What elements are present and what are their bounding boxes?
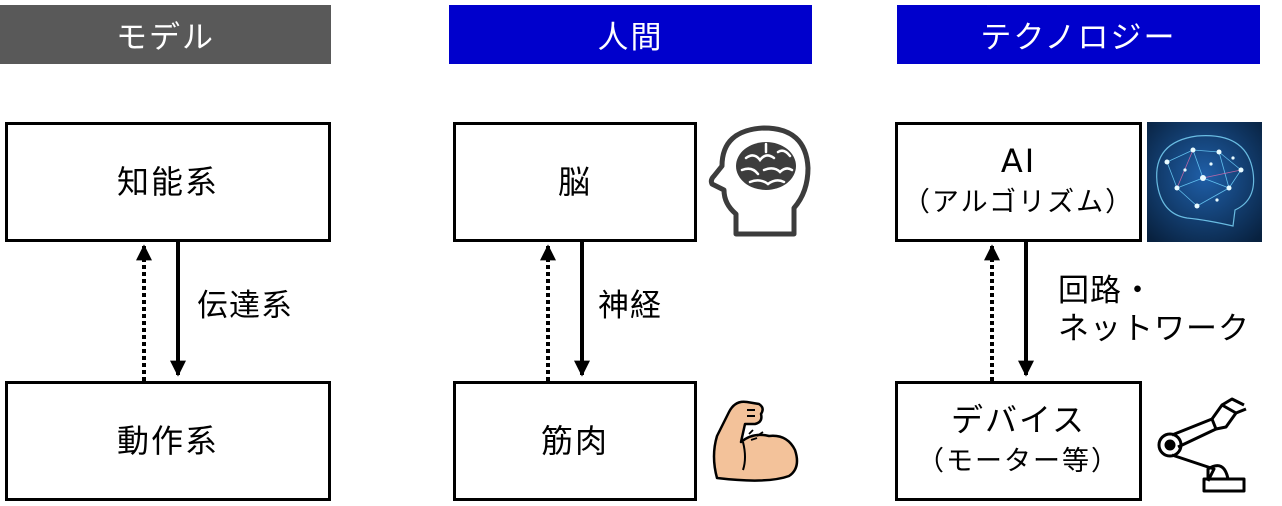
neural-brain-icon: [1147, 122, 1262, 242]
header-tech: テクノロジー: [897, 5, 1260, 64]
tech-bottom-box: デバイス （モーター等）: [895, 381, 1142, 501]
robot-arm-icon: [1157, 397, 1247, 493]
human-link-label: 神経: [598, 288, 662, 324]
header-human: 人間: [449, 5, 812, 64]
flexed-arm-icon: [712, 400, 799, 482]
head-brain-icon: [708, 125, 811, 237]
header-model: モデル: [0, 5, 331, 64]
tech-bottom-line2: （モーター等）: [917, 446, 1120, 477]
header-tech-label: テクノロジー: [980, 20, 1177, 56]
model-link-label: 伝達系: [197, 288, 293, 324]
header-model-label: モデル: [116, 20, 215, 56]
header-human-label: 人間: [597, 20, 664, 56]
human-top-box: 脳: [453, 122, 697, 242]
model-top-label: 知能系: [116, 163, 219, 201]
human-top-label: 脳: [557, 163, 592, 201]
model-top-box: 知能系: [5, 122, 331, 242]
model-bottom-label: 動作系: [116, 422, 219, 460]
tech-top-box: AI （アルゴリズム）: [895, 122, 1142, 242]
tech-bottom-line1: デバイス: [950, 401, 1087, 439]
tech-top-line2: （アルゴリズム）: [902, 187, 1135, 218]
tech-top-line1: AI: [1000, 142, 1037, 180]
tech-link-label-line1: 回路・: [1058, 273, 1154, 309]
human-bottom-label: 筋肉: [540, 422, 609, 460]
model-bottom-box: 動作系: [5, 381, 331, 501]
human-bottom-box: 筋肉: [453, 381, 697, 501]
tech-link-label-line2: ネットワーク: [1058, 311, 1250, 347]
